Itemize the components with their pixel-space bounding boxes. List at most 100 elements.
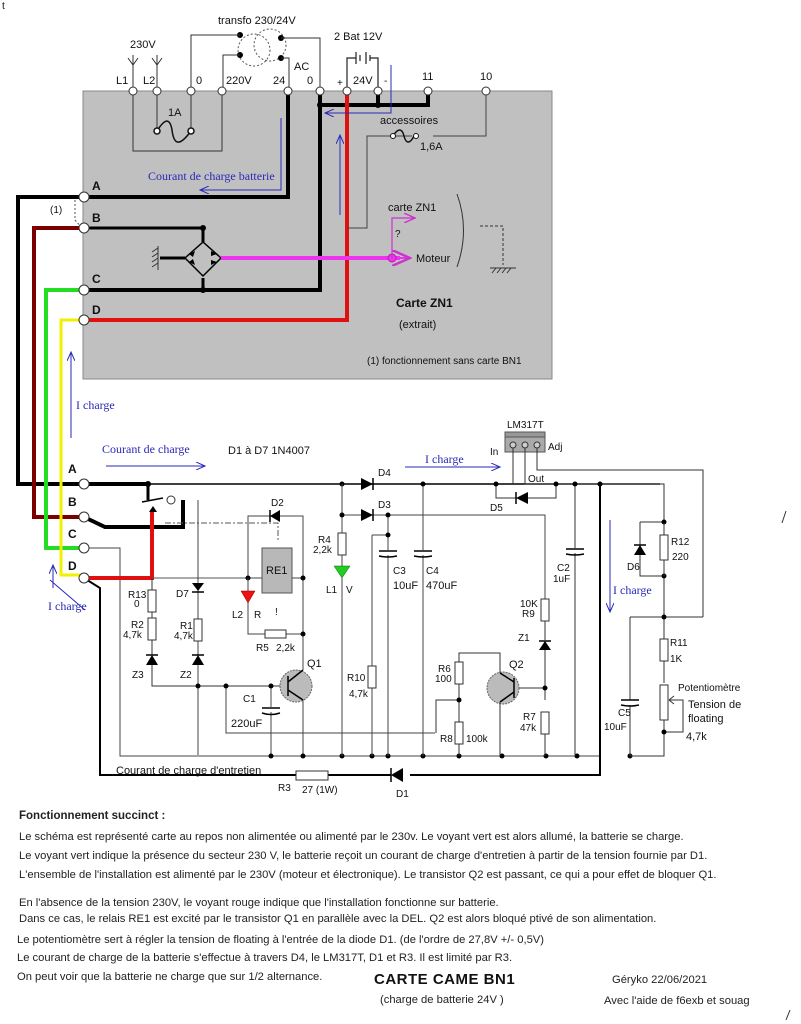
i-charge-label-left: I charge [48,599,87,613]
pot-label: Potentiomètre [678,683,741,694]
capacitor-c5-icon [620,699,640,707]
z3-label: Z3 [132,670,144,681]
c1-value: 220uF [231,718,262,730]
credits: Avec l'aide de f6exb et souag [604,995,750,1007]
c5-label: C5 [618,708,631,719]
q1-label: Q1 [307,658,322,670]
ac-label: AC [294,61,309,73]
resistor-r6 [454,661,464,685]
description-line: Le voyant vert indique la présence du se… [19,850,708,862]
i-charge-label-mid: I charge [425,452,464,466]
r6-label: R6 [438,664,451,675]
d5-label: D5 [490,503,503,514]
zener-z3-icon [146,655,158,665]
terminal-label: 0 [196,75,202,87]
connector-d-label: D [92,303,101,317]
terminal-label: 220V [226,75,252,87]
l1-label: L1 [326,585,338,596]
c2-label: C2 [557,563,570,574]
potentiometer-icon [659,684,669,721]
diode-d7-icon [192,583,204,591]
r1-label: R1 [180,621,193,632]
note-ref: (1) [50,205,62,216]
q2-label: Q2 [509,659,524,671]
board-subtitle: (extrait) [399,319,436,331]
r3-value: 27 (1W) [302,785,338,796]
description-line: Le schéma est représenté carte au repos … [19,831,684,843]
d4-label: D4 [378,468,391,479]
ground-icon [490,267,516,274]
d3-label: D3 [378,500,391,511]
battery-label: 2 Bat 12V [334,31,383,43]
r11-value: 1K [670,654,683,665]
i-charge-label: I charge [76,398,115,412]
description-line: Le potentiomètre sert à régler la tensio… [17,934,544,946]
l2-color: R [254,610,261,621]
d7-label: D7 [176,589,189,600]
r10-value: 4,7k [349,689,369,700]
connector-c-label: C [92,272,101,286]
wire-b [32,226,84,519]
main-title: CARTE CAME BN1 [374,971,516,988]
c5-value: 10uF [604,722,627,733]
accessories-fuse-label: 1,6A [420,141,443,153]
r4-value: 2,2k [313,545,333,556]
zn1-board [82,90,553,380]
r7-label: R7 [523,712,536,723]
connector-a-label: A [92,179,101,193]
terminal-label: 0 [307,75,313,87]
c3-label: C3 [393,566,406,577]
wire-d [59,318,84,577]
terminal-label: - [384,76,387,87]
connector-b-label: B [92,211,101,225]
pot-desc-1: Tension de [688,699,741,711]
author: Géryko 22/06/2021 [612,974,708,986]
motor-label: Moteur [416,253,451,265]
capacitor-c4-icon [413,550,433,558]
z1-label: Z1 [518,633,530,644]
led-l2-red-icon [240,590,256,604]
regulator-label: LM317T [507,420,544,431]
r2-label: R2 [131,620,144,631]
connector-d-label-bottom: D [68,559,77,573]
transformer-label: transfo 230/24V [218,15,296,27]
c3-value: 10uF [393,580,418,592]
accessories-fuse-icon [392,129,415,143]
regulator-pin-adj: Adj [548,442,562,453]
question-mark: ? [395,229,401,240]
connector-b-label-bottom: B [68,495,77,509]
charge-current-label-bottom: Courant de charge [102,442,190,456]
led-l1-green-icon [333,565,351,579]
d1-label: D1 [396,789,409,800]
diode-d3-icon [361,509,373,521]
description-line: En l'absence de la tension 230V, le voya… [19,897,499,909]
r8-value: 100k [466,734,489,745]
diode-d5-icon [516,492,528,504]
resistor-r8 [454,721,464,745]
wire-a [16,195,84,486]
resistor-r13 [147,589,157,613]
wire-c [44,288,84,550]
r10-label: R10 [347,673,366,684]
terminal-label: + [337,78,343,89]
resistor-r10 [367,665,377,689]
terminal-label: 10 [480,71,492,83]
accessories-label: accessoires [380,115,439,127]
r4-label: R4 [318,535,331,546]
description-title: Fonctionnement succinct : [19,810,166,822]
r13-value: 0 [134,599,140,610]
connector-c-label-bottom: C [68,527,77,541]
terminal-label: L1 [116,75,128,87]
resistor-r5 [264,629,287,639]
stray-mark [781,510,787,524]
d6-label: D6 [627,562,640,573]
r8-label: R8 [440,734,453,745]
diodes-note: D1 à D7 1N4007 [228,445,310,457]
description-line: Dans ce cas, le relais RE1 est excité pa… [19,913,657,925]
terminal-strip [128,86,491,96]
relay-mark: ! [275,607,278,618]
diode-d4-icon [361,478,373,490]
r12-label: R12 [671,537,690,548]
description-line: On peut voir que la batterie ne charge q… [17,971,323,983]
resistor-r2 [147,617,157,641]
